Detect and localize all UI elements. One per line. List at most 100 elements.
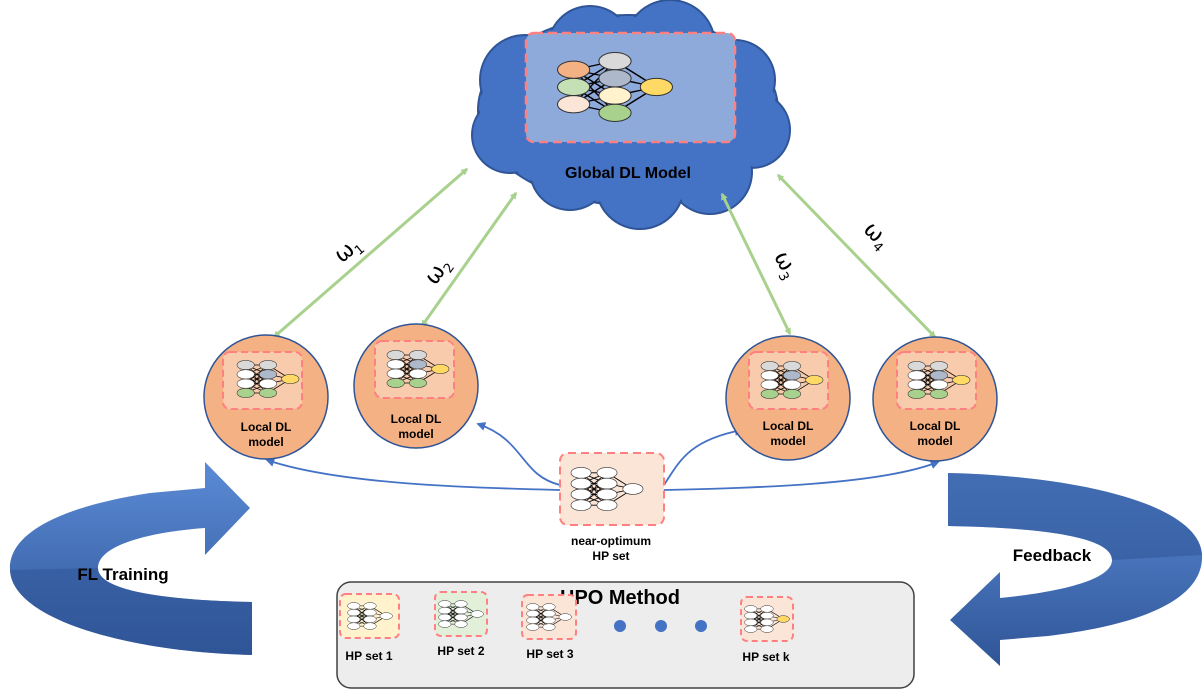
- nn-node: [556, 95, 591, 114]
- nn-node: [347, 622, 361, 630]
- near-optimum-label: near-optimum: [571, 534, 651, 548]
- nn-node: [760, 379, 779, 390]
- local-model-label: Local DL: [763, 419, 814, 433]
- nn-edge: [580, 472, 608, 506]
- hp-arrow-1: [265, 458, 561, 491]
- nn-node: [783, 379, 801, 390]
- local-model-label: model: [398, 427, 433, 441]
- nn-node: [930, 389, 948, 399]
- nn-node: [259, 360, 277, 370]
- nn-node: [556, 77, 591, 97]
- global-neural-network-icon: [556, 51, 674, 123]
- nn-node: [598, 51, 632, 71]
- feedback-label: Feedback: [1013, 546, 1092, 565]
- nn-edge: [353, 605, 371, 627]
- nn-node: [438, 600, 452, 608]
- fl-training-label: FL Training: [77, 565, 168, 584]
- weight-label-1: ω1: [330, 232, 368, 271]
- nn-node: [281, 374, 300, 384]
- nn-node: [570, 488, 592, 501]
- nn-edge: [916, 365, 940, 395]
- near-optimum-label: HP set: [592, 549, 629, 563]
- nn-edge: [444, 603, 462, 625]
- nn-node: [347, 615, 361, 623]
- local-model-3: Local DL model: [725, 335, 851, 461]
- nn-node: [760, 389, 779, 399]
- feedback-loop-arrow: [948, 473, 1203, 666]
- global-model-cloud: Global DL Model: [471, 0, 791, 230]
- nn-node: [570, 499, 592, 511]
- hp-set-nn-icon: [438, 600, 484, 628]
- nn-node: [542, 623, 556, 631]
- near-optimum-hp-set: near-optimum HP set: [559, 452, 665, 563]
- global-nn-box: [524, 31, 737, 144]
- nn-node: [347, 609, 361, 617]
- hp-set-3: HP set 3: [521, 594, 577, 661]
- nn-node: [907, 361, 926, 371]
- hp-set-k: HP set k: [740, 596, 794, 664]
- hp-arrow-4: [663, 460, 940, 491]
- nn-node: [744, 605, 758, 613]
- nn-node: [639, 77, 674, 97]
- local-neural-network-icon: [907, 361, 971, 399]
- weight-label-4: ω4: [856, 217, 895, 256]
- local-model-label: Local DL: [910, 419, 961, 433]
- nn-node: [783, 389, 801, 399]
- ellipsis-dot: [614, 620, 626, 632]
- weight-arrows: [272, 167, 937, 339]
- nn-node: [236, 369, 255, 380]
- nn-node: [760, 612, 774, 620]
- nn-node: [386, 378, 405, 388]
- nn-node: [907, 370, 926, 381]
- hp-set-label: HP set k: [742, 650, 789, 664]
- nn-node: [930, 379, 948, 390]
- nn-node: [744, 625, 758, 633]
- nn-node: [409, 359, 427, 370]
- nn-node: [760, 605, 774, 613]
- nn-node: [598, 86, 632, 105]
- hp-arrow-2: [476, 422, 561, 486]
- nn-node: [409, 378, 427, 388]
- nn-node: [952, 375, 971, 385]
- local-model-label: model: [917, 434, 952, 448]
- nn-node: [470, 610, 484, 618]
- nn-edge: [769, 365, 793, 395]
- nn-node: [259, 378, 277, 389]
- nn-node: [805, 375, 824, 385]
- nn-node: [347, 602, 361, 610]
- nn-node: [236, 388, 255, 398]
- nn-node: [783, 361, 801, 371]
- weight-arrow-4: [776, 173, 937, 339]
- nn-node: [760, 618, 774, 626]
- nn-node: [622, 483, 644, 495]
- nn-node: [930, 361, 948, 371]
- nn-node: [598, 103, 632, 123]
- hp-set-nn-icon: [526, 603, 572, 631]
- nn-node: [776, 615, 790, 623]
- nn-node: [760, 361, 779, 371]
- nn-node: [526, 610, 540, 618]
- nn-node: [431, 364, 450, 374]
- nn-node: [907, 389, 926, 399]
- nn-edge: [245, 364, 269, 394]
- nn-node: [454, 600, 468, 608]
- weight-arrow-1: [272, 167, 469, 339]
- nn-node: [363, 609, 377, 617]
- hp-set-label: HP set 2: [437, 644, 484, 658]
- nn-node: [379, 612, 393, 620]
- hp-distribution-arrows: [265, 422, 940, 491]
- nn-node: [386, 350, 405, 360]
- nn-node: [596, 488, 618, 501]
- nn-node: [930, 370, 948, 381]
- local-neural-network-icon: [760, 361, 824, 399]
- local-model-label: Local DL: [391, 412, 442, 426]
- nn-node: [409, 350, 427, 360]
- nn-edge: [750, 608, 768, 630]
- nn-node: [454, 620, 468, 628]
- nn-node: [363, 622, 377, 630]
- nn-node: [570, 477, 592, 490]
- nn-node: [744, 618, 758, 626]
- local-neural-network-icon: [236, 360, 300, 398]
- hp-arrow-3: [663, 426, 744, 486]
- global-model-label: Global DL Model: [565, 165, 691, 182]
